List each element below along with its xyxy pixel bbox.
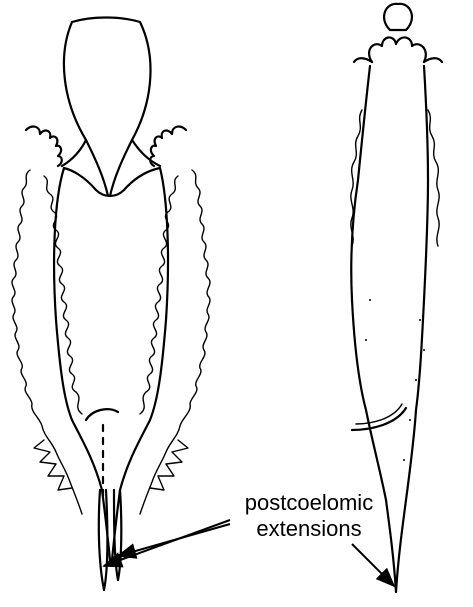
right-crown [384,4,412,30]
postcoelomic-label: postcoelomic extensions [245,490,373,541]
arrow-to-left-tail-right [118,524,230,556]
left-neck [62,140,160,166]
right-body-margin-right [428,110,439,246]
right-internal-organ-inner [356,404,402,424]
left-head-loop [64,18,151,197]
arrow-to-right-tail [352,544,394,586]
right-head-flares [354,58,442,62]
left-specimen [12,18,210,591]
right-head-scallops [369,37,426,62]
label-line-1: postcoelomic [245,490,373,515]
left-anterior-tuft-left [26,127,62,166]
right-internal-organ [352,408,406,430]
left-anterior-tuft-right [150,127,186,166]
label-line-2: extensions [256,516,361,541]
right-stipple [365,299,425,461]
